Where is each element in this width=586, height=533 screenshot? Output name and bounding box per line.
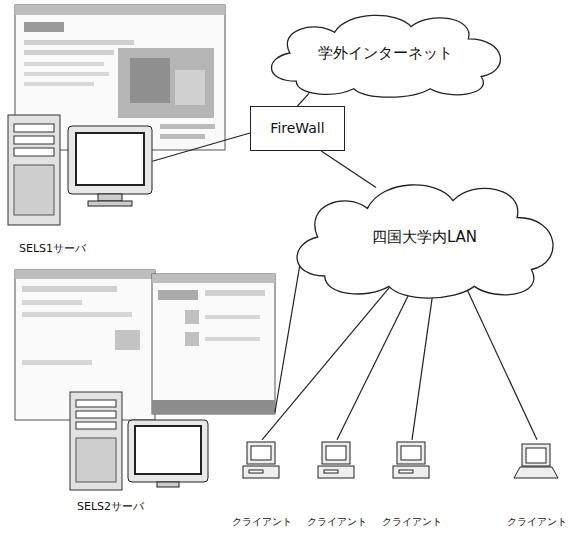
network-link <box>152 133 250 161</box>
client-node: クライアント <box>300 438 374 530</box>
node-label: クライアント <box>382 516 442 528</box>
server-computer <box>8 115 152 225</box>
network-link <box>321 151 376 188</box>
server-node: SELS2サーバ <box>5 265 290 515</box>
node-label: 学外インターネット <box>318 44 453 62</box>
network-link <box>412 292 433 440</box>
node-label: SELS2サーバ <box>77 500 144 513</box>
firewall-box: FireWall <box>250 106 345 151</box>
screenshot-illustration <box>15 270 275 420</box>
server-computer <box>70 392 208 490</box>
node-label: クライアント <box>507 516 567 528</box>
network-link <box>262 286 390 439</box>
client-computer <box>243 442 558 478</box>
client-node: クライアント <box>225 438 299 530</box>
network-cloud: 四国大学内LAN <box>282 172 567 302</box>
node-label: クライアント <box>307 516 367 528</box>
network-link <box>298 93 310 106</box>
server-node: SELS1サーバ <box>5 5 230 257</box>
node-label: クライアント <box>232 516 292 528</box>
client-node: クライアント <box>375 438 449 530</box>
network-link <box>464 284 537 440</box>
network-cloud: 学外インターネット <box>258 6 513 100</box>
network-link <box>337 292 410 440</box>
node-label: SELS1サーバ <box>19 242 86 255</box>
network-link <box>275 253 302 413</box>
node-label: 四国大学内LAN <box>372 228 477 246</box>
client-node: クライアント <box>500 438 574 530</box>
node-label: FireWall <box>270 120 324 137</box>
